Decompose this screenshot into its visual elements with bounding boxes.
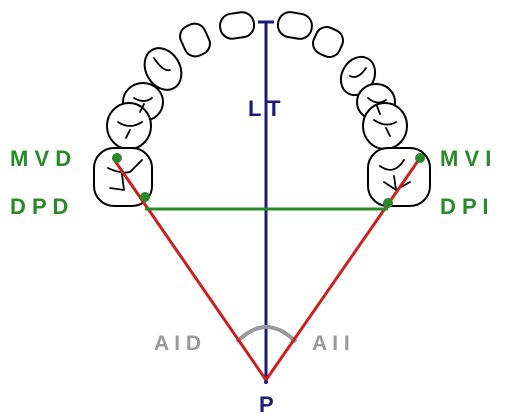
point-dpi <box>383 198 393 208</box>
groove-canine-right <box>349 67 367 78</box>
tooth-lateral-incisor-left <box>179 22 211 58</box>
groove-molar-left <box>107 159 143 191</box>
red-line-mvi-p <box>264 157 422 381</box>
label-mvi: M V I <box>440 146 491 171</box>
point-p <box>264 380 268 384</box>
groove-premolar-1-left <box>133 97 153 113</box>
label-p: P <box>259 392 274 414</box>
angle-arc <box>235 325 298 344</box>
label-aid: A I D <box>154 332 201 355</box>
label-dpi: D P I <box>440 194 489 219</box>
groove-premolar-2-left <box>117 121 143 139</box>
tooth-lateral-incisor-right <box>312 26 344 58</box>
point-mvd <box>112 153 122 163</box>
label-aii: A I I <box>312 332 350 355</box>
groove-premolar-1-right <box>367 97 387 115</box>
point-dpd <box>140 192 150 202</box>
tooth-central-incisor-left <box>219 11 256 40</box>
label-mvd: M V D <box>10 146 71 171</box>
label-dpd: D P D <box>10 194 68 219</box>
tooth-first-molar-right <box>367 147 431 207</box>
dental-arch-teeth-icon <box>93 11 431 207</box>
label-lt: L T <box>248 96 281 121</box>
groove-canine-left <box>153 57 171 72</box>
tooth-central-incisor-right <box>276 11 313 40</box>
groove-premolar-2-right <box>373 119 397 137</box>
point-mvi <box>415 153 425 163</box>
tooth-premolar-2-right <box>362 102 408 150</box>
red-line-mvd-p <box>111 157 268 381</box>
